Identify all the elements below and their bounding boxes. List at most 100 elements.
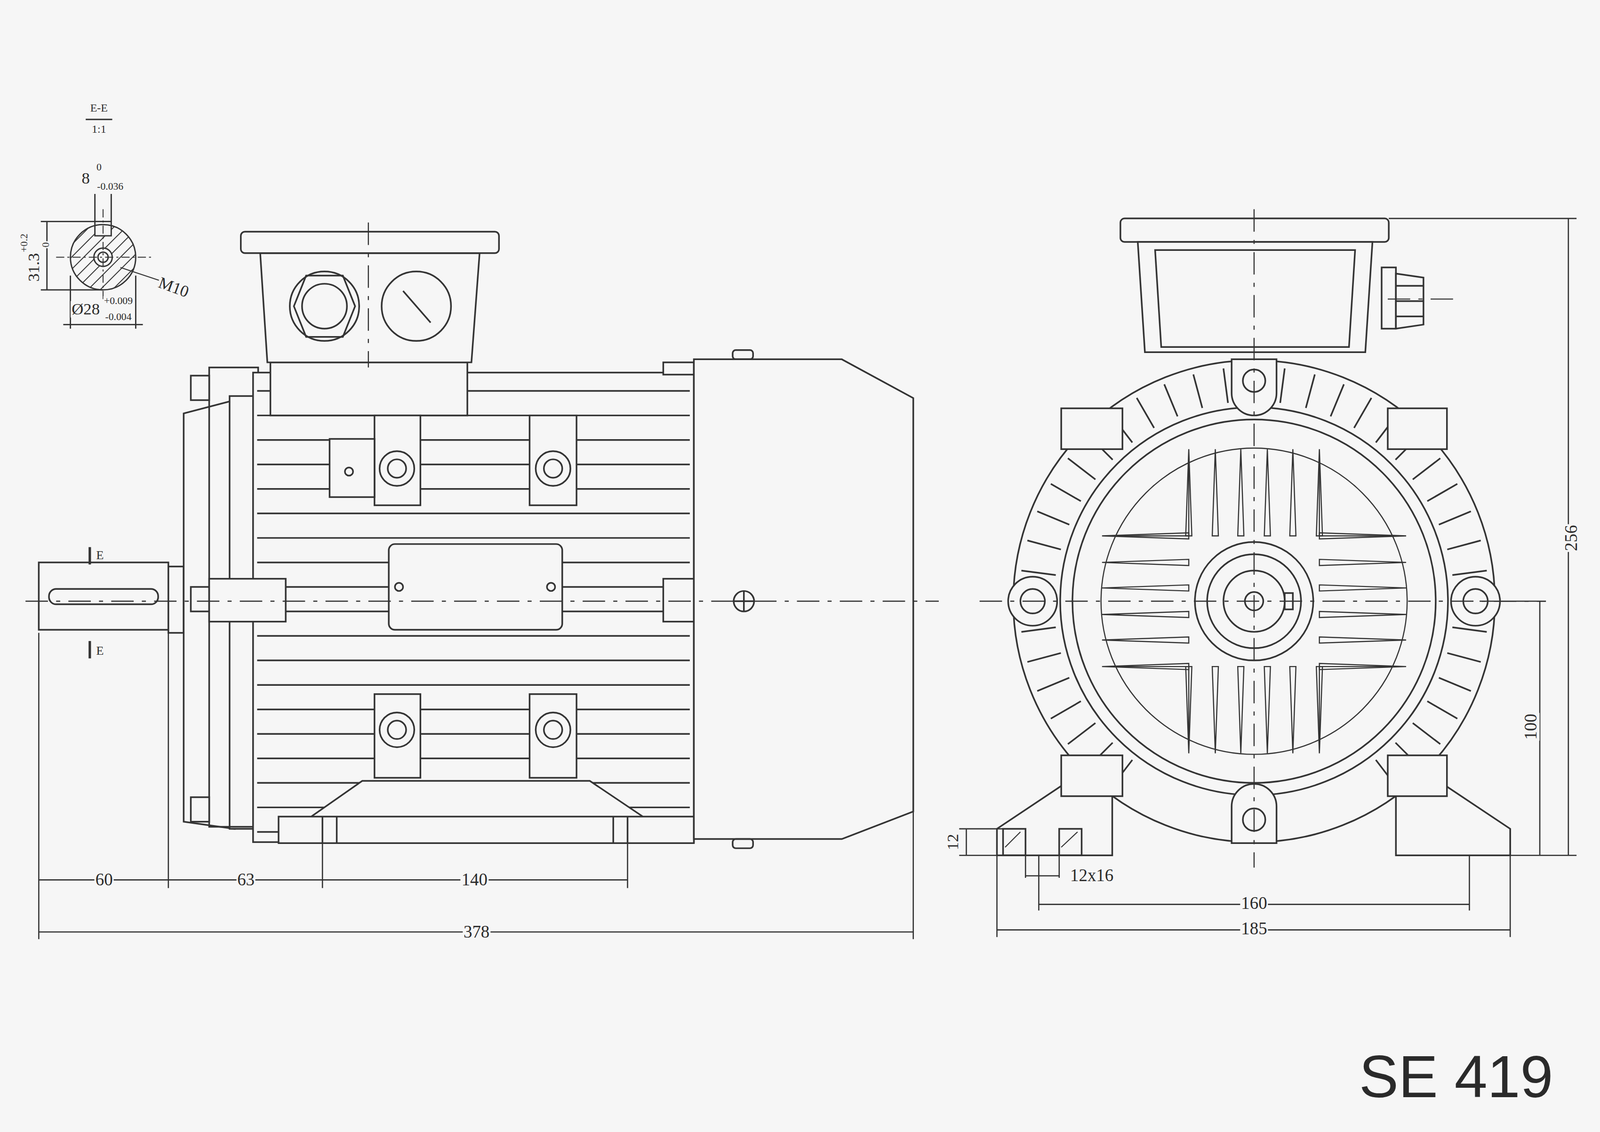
fan-grille bbox=[1319, 636, 1407, 643]
fan-grille bbox=[1102, 636, 1189, 643]
fan-grille bbox=[1319, 611, 1407, 618]
cooling-fin bbox=[1427, 483, 1458, 502]
boss-hole bbox=[379, 712, 415, 748]
dimension-line bbox=[996, 855, 998, 937]
dimension-line bbox=[38, 879, 628, 881]
cooling-fin bbox=[1447, 652, 1481, 662]
section-view bbox=[112, 259, 144, 290]
cooling-fin bbox=[1439, 677, 1472, 691]
front-view bbox=[1155, 249, 1356, 347]
side-view bbox=[88, 640, 91, 659]
side-view bbox=[732, 350, 753, 360]
fan-grille bbox=[1319, 584, 1407, 592]
front-view bbox=[1003, 828, 1026, 856]
dimension-line bbox=[1024, 855, 1027, 878]
center-line bbox=[979, 600, 1546, 602]
boss-hole bbox=[379, 451, 571, 748]
tolerance-value: 0 bbox=[95, 162, 103, 173]
fan-grille bbox=[1212, 666, 1219, 753]
dimension-line bbox=[1510, 854, 1577, 856]
side-view bbox=[663, 578, 694, 622]
boss-hole bbox=[379, 451, 415, 487]
side-view bbox=[394, 582, 403, 591]
side-view bbox=[260, 253, 480, 363]
dimension-value: 256 bbox=[1562, 523, 1581, 552]
section-view bbox=[40, 220, 96, 223]
dimension-line bbox=[959, 854, 997, 856]
side-view bbox=[168, 566, 184, 633]
front-view bbox=[979, 209, 1546, 868]
cooling-fin bbox=[1427, 701, 1458, 719]
dimension-line bbox=[38, 632, 40, 940]
section-view bbox=[61, 209, 83, 232]
boss-hole bbox=[387, 720, 407, 739]
cooling-fin bbox=[1021, 627, 1056, 632]
thread-label: M10 bbox=[155, 274, 192, 301]
dimension-value: 140 bbox=[460, 871, 489, 889]
dimension-line bbox=[1509, 828, 1512, 937]
section-mark: E bbox=[95, 549, 105, 562]
tolerance-value: -0.004 bbox=[104, 312, 133, 323]
front-view bbox=[1395, 315, 1424, 318]
side-view bbox=[270, 362, 468, 416]
section-view bbox=[56, 256, 152, 258]
section-view bbox=[102, 209, 104, 303]
cooling-fin bbox=[256, 536, 690, 539]
cooling-fin bbox=[256, 757, 690, 760]
cooling-fin bbox=[1280, 368, 1285, 403]
fan-grille bbox=[1102, 584, 1189, 592]
fan-grille bbox=[1237, 448, 1244, 536]
side-view bbox=[612, 816, 614, 843]
boss-hole bbox=[544, 720, 563, 739]
cooling-fin bbox=[1164, 384, 1178, 417]
section-view bbox=[40, 288, 104, 291]
front-view bbox=[1395, 273, 1424, 329]
dimension-line bbox=[1468, 855, 1471, 911]
side-view bbox=[546, 582, 555, 591]
front-view bbox=[1137, 241, 1373, 352]
center-line bbox=[25, 600, 939, 602]
dimension-line bbox=[626, 842, 629, 888]
front-view bbox=[1059, 828, 1082, 856]
side-view bbox=[209, 578, 287, 622]
dimension-value: 160 bbox=[1240, 894, 1268, 912]
dimension-line bbox=[1025, 874, 1060, 877]
section-scale: 1:1 bbox=[90, 123, 107, 136]
cooling-fin bbox=[1050, 483, 1081, 502]
section-mark: E bbox=[95, 644, 105, 657]
dimension-line bbox=[965, 828, 968, 856]
tolerance-value: +0.009 bbox=[103, 296, 134, 307]
cooling-fin bbox=[1067, 722, 1096, 744]
dimension-line bbox=[912, 811, 914, 939]
fan-grille bbox=[1264, 666, 1271, 753]
section-title: E-E bbox=[89, 102, 109, 114]
side-view bbox=[302, 283, 347, 329]
cooling-fin bbox=[1193, 374, 1203, 408]
bolt-head bbox=[190, 375, 209, 822]
dimension-value: 12 bbox=[944, 832, 962, 852]
side-view bbox=[240, 231, 500, 254]
side-view bbox=[329, 439, 375, 498]
dimension-value: 31.3 bbox=[25, 252, 42, 283]
cooling-fin bbox=[1223, 368, 1229, 403]
cooling-fin bbox=[256, 708, 690, 710]
section-view bbox=[94, 193, 96, 222]
dimension-value: 63 bbox=[236, 871, 256, 889]
cooling-fin bbox=[256, 391, 690, 832]
cooling-fin bbox=[1037, 677, 1070, 691]
bolt-head bbox=[190, 586, 209, 612]
cooling-fin bbox=[256, 733, 690, 735]
side-view bbox=[289, 271, 360, 341]
side-view bbox=[311, 780, 643, 817]
front-view bbox=[1381, 267, 1396, 329]
side-view bbox=[663, 362, 694, 375]
center-line bbox=[1253, 209, 1255, 868]
cooling-fin bbox=[1412, 722, 1440, 744]
center-line bbox=[368, 222, 369, 368]
side-view bbox=[344, 467, 353, 476]
side-view bbox=[732, 839, 753, 849]
side-view bbox=[381, 271, 451, 341]
cooling-fin bbox=[1067, 458, 1096, 480]
cooling-fin bbox=[1037, 511, 1070, 525]
